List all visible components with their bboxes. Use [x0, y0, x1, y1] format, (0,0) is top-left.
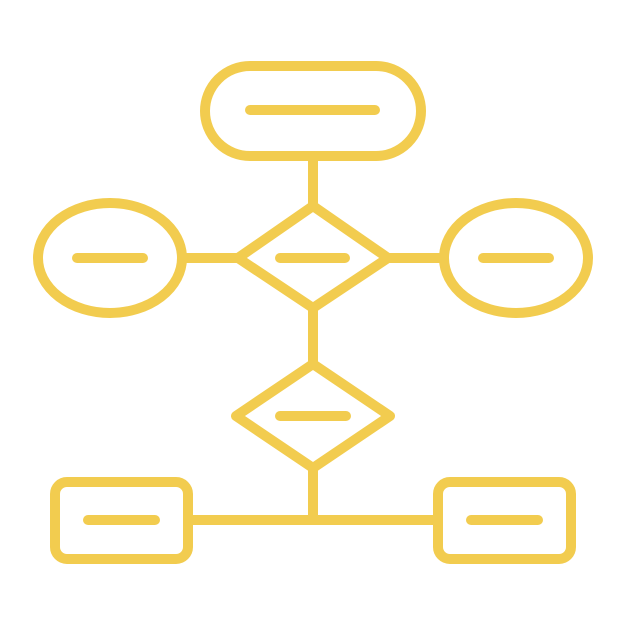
process-node-right	[433, 477, 576, 564]
process-node-left	[50, 477, 193, 564]
flowchart-shapes	[33, 61, 593, 564]
